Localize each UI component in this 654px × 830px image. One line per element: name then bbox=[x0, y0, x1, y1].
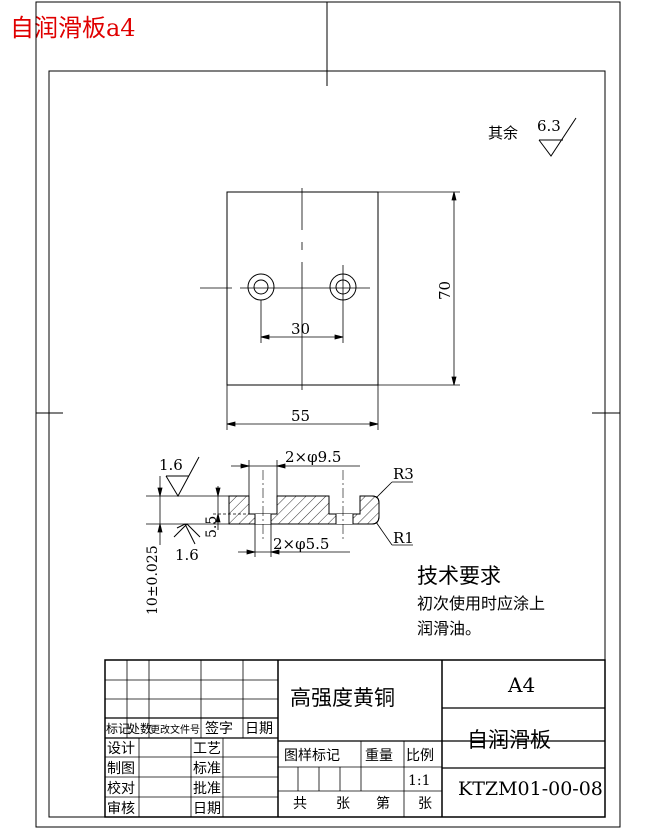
dim-height bbox=[378, 191, 460, 386]
tb-c-scale: 比例 bbox=[406, 748, 434, 764]
dim-counterbore-label: 2×φ9.5 bbox=[285, 448, 341, 466]
tb-sheet-no: 第 bbox=[376, 795, 390, 812]
tb-h-count: 处数 bbox=[128, 721, 152, 736]
dim-width-label: 55 bbox=[291, 407, 310, 425]
tb-review: 审核 bbox=[107, 801, 135, 817]
tb-c-weight: 重量 bbox=[365, 748, 393, 764]
dim-depth-label: 5.5 bbox=[204, 516, 220, 538]
roughness-top-value: 1.6 bbox=[159, 456, 183, 474]
dim-through-hole-label: 2×φ5.5 bbox=[273, 535, 329, 553]
tb-draw: 制图 bbox=[107, 761, 135, 777]
dim-thickness-label: 10±0.025 bbox=[145, 545, 161, 615]
tb-h-sign: 签字 bbox=[205, 720, 233, 737]
tb-material: 高强度黄铜 bbox=[290, 686, 395, 710]
tb-scale: 1:1 bbox=[408, 773, 431, 789]
top-view bbox=[200, 188, 379, 390]
drawing-title: 自润滑板a4 bbox=[10, 14, 136, 42]
dim-counterbore bbox=[231, 460, 360, 496]
roughness-other-symbol bbox=[538, 117, 577, 157]
dim-height-label: 70 bbox=[436, 281, 454, 300]
roughness-other-value: 6.3 bbox=[537, 117, 561, 135]
section-view bbox=[228, 470, 380, 540]
centering-marks bbox=[36, 2, 620, 414]
tb-total: 共 bbox=[293, 796, 307, 812]
dim-through-hole bbox=[238, 524, 350, 557]
tb-standard: 标准 bbox=[193, 761, 221, 777]
tb-process: 工艺 bbox=[193, 741, 221, 757]
tech-line-2: 润滑油。 bbox=[417, 619, 481, 638]
tb-h-mark: 标记 bbox=[106, 722, 130, 736]
outer-border bbox=[35, 1, 621, 828]
dim-hole-spacing-label: 30 bbox=[291, 320, 310, 338]
tb-drawing-no: KTZM01-00-08 bbox=[458, 778, 603, 800]
tech-line-1: 初次使用时应涂上 bbox=[417, 594, 545, 613]
tb-h-file: 更改文件号 bbox=[150, 723, 200, 736]
title-block bbox=[104, 659, 606, 818]
tb-size: A4 bbox=[507, 673, 535, 697]
tb-date2: 日期 bbox=[193, 801, 221, 817]
roughness-bottom-value: 1.6 bbox=[175, 546, 199, 564]
title-block-text: 标记 处数 更改文件号 签字 日期 设计 工艺 制图 标准 校对 批准 审核 日… bbox=[106, 673, 603, 817]
tb-sheets: 张 bbox=[336, 796, 350, 812]
roughness-top-symbol bbox=[165, 456, 200, 498]
tb-approve: 批准 bbox=[193, 781, 221, 797]
tb-c-mark: 图样标记 bbox=[284, 748, 340, 764]
dim-hole-spacing bbox=[260, 300, 344, 343]
roughness-other-label: 其余 bbox=[488, 124, 518, 142]
tb-design: 设计 bbox=[107, 741, 135, 757]
tech-title: 技术要求 bbox=[417, 564, 501, 588]
tb-check: 校对 bbox=[107, 780, 135, 797]
radius-bottom-label: R1 bbox=[393, 529, 414, 547]
tb-part-name: 自润滑板 bbox=[467, 728, 551, 752]
radius-leaders bbox=[375, 481, 413, 546]
roughness-bottom-symbol bbox=[173, 523, 201, 545]
tb-h-date: 日期 bbox=[245, 721, 273, 737]
tb-sheet2: 张 bbox=[418, 796, 432, 812]
radius-top-label: R3 bbox=[393, 465, 414, 483]
dim-width bbox=[226, 385, 379, 430]
